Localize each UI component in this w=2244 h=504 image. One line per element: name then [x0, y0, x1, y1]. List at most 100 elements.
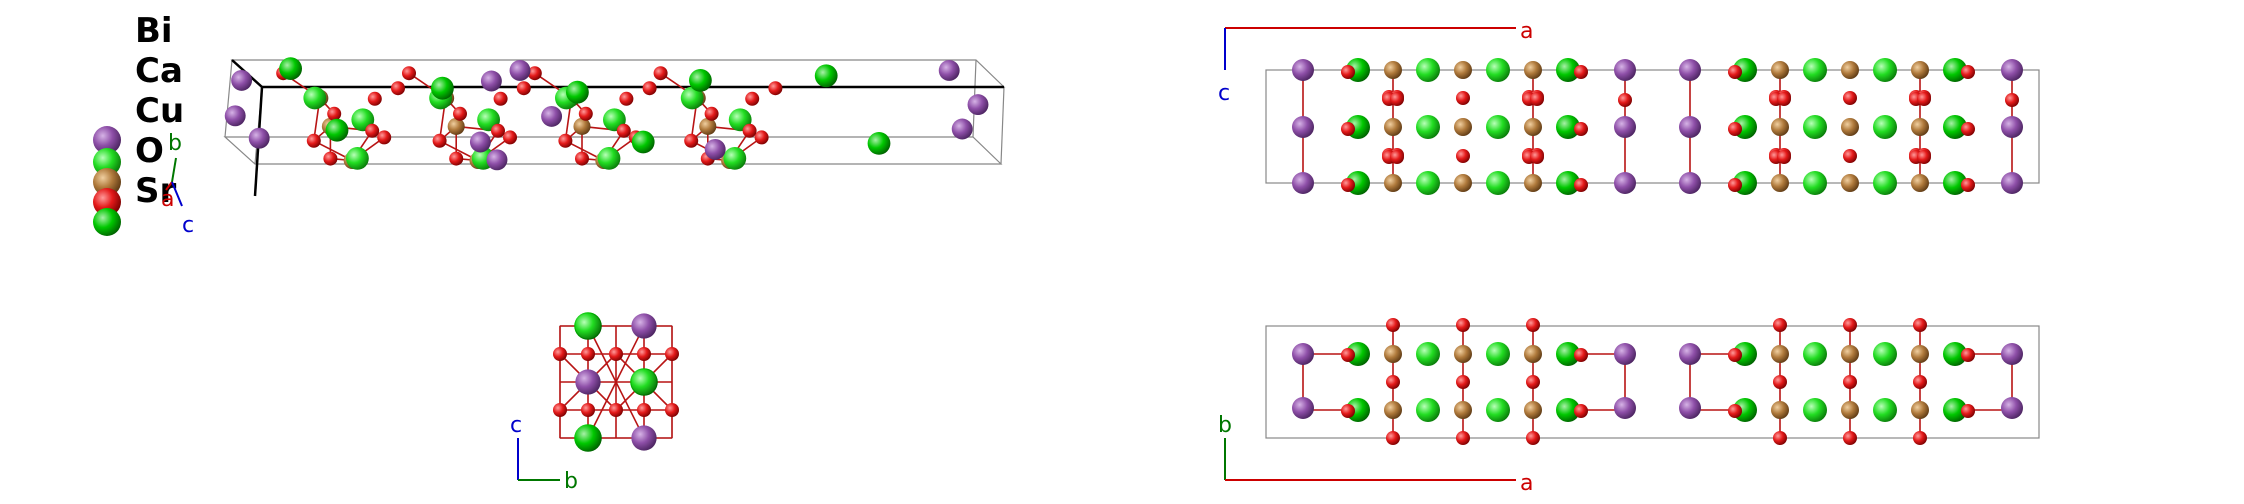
cu-atom	[1911, 118, 1929, 136]
bi-atom	[2001, 397, 2023, 419]
ca-atom	[303, 86, 327, 110]
ca-atom	[597, 147, 621, 170]
o-atom	[665, 347, 679, 361]
o-atom	[1728, 348, 1742, 362]
o-atom	[1456, 318, 1470, 332]
o-atom	[491, 123, 505, 138]
bi-atom	[1679, 59, 1701, 81]
bi-atom	[1292, 116, 1314, 138]
o-atom	[1913, 375, 1927, 389]
cu-atom	[1771, 61, 1789, 79]
bi-atom	[938, 59, 960, 81]
bi-legend-swatch	[93, 126, 121, 154]
cu-atom	[1454, 118, 1472, 136]
along-a-atoms	[553, 312, 679, 452]
bi-atom	[1679, 343, 1701, 365]
bi-atom	[1292, 397, 1314, 419]
cu-atom	[1911, 401, 1929, 419]
o-atom	[558, 133, 573, 148]
cu-atom	[1841, 118, 1859, 136]
o-atom	[449, 151, 464, 166]
sr-atom	[574, 424, 602, 452]
o-atom	[1386, 375, 1400, 389]
o-atom	[754, 130, 769, 145]
perspective-axis-triad: b a c	[161, 131, 194, 238]
sr-atom	[1943, 342, 1967, 366]
along-b-unit-cell	[1265, 69, 2040, 184]
sr-atom	[1943, 115, 1967, 139]
o-atom	[1386, 318, 1400, 332]
o-atom	[1961, 348, 1975, 362]
ca-atom	[631, 369, 657, 395]
o-atom	[1386, 431, 1400, 445]
o-atom	[527, 66, 542, 81]
along-c-atoms	[1292, 318, 2023, 445]
cu-atom	[1454, 401, 1472, 419]
o-atom	[1456, 431, 1470, 445]
ca-atom	[575, 313, 601, 339]
cu-atom	[1384, 174, 1402, 192]
o-atom	[1341, 122, 1355, 136]
o-atom	[1961, 178, 1975, 192]
ca-atom	[1803, 115, 1827, 139]
o-atom	[1341, 348, 1355, 362]
sr-atom	[1943, 398, 1967, 422]
bi-atom	[631, 425, 657, 451]
bi-atom	[486, 149, 508, 171]
o-atom	[493, 91, 508, 106]
o-atom	[1913, 431, 1927, 445]
bi-atom	[575, 369, 601, 395]
o-atom	[553, 347, 567, 361]
legend-label-bi: Bi	[135, 11, 173, 51]
o-atom	[575, 151, 589, 166]
o-atom	[323, 151, 338, 166]
o-atom	[516, 81, 531, 96]
o-atom	[1728, 65, 1742, 79]
sr-atom	[631, 130, 655, 154]
cu-atom	[1841, 345, 1859, 363]
bi-atom	[248, 127, 270, 149]
o-atom	[637, 347, 651, 361]
bi-atom	[967, 94, 989, 116]
o-atom	[578, 106, 593, 121]
cu-atom	[1771, 401, 1789, 419]
bi-atom	[2001, 59, 2023, 81]
o-atom	[306, 133, 321, 148]
o-atom	[1341, 178, 1355, 192]
o-atom	[1728, 404, 1742, 418]
cu-atom	[699, 117, 717, 135]
o-atom	[1618, 93, 1632, 107]
perspective-axis-b-label: b	[168, 131, 182, 156]
along-b-atoms	[1292, 58, 2023, 195]
ca-atom	[346, 147, 369, 170]
ca-atom	[1486, 398, 1510, 422]
sr-atom	[867, 132, 891, 155]
cu-atom	[1524, 61, 1542, 79]
o-atom	[1961, 122, 1975, 136]
o-atom	[1843, 149, 1857, 163]
o-atom	[1456, 91, 1470, 105]
o-atom	[1341, 65, 1355, 79]
o-atom	[1456, 375, 1470, 389]
ca-atom	[1873, 115, 1897, 139]
ca-atom	[1486, 342, 1510, 366]
sr-atom	[689, 69, 712, 92]
sr-atom	[1556, 115, 1580, 139]
legend-label-ca: Ca	[135, 51, 183, 91]
along-a-axis-c-label: c	[510, 413, 522, 438]
ca-atom	[1486, 115, 1510, 139]
bi-atom	[469, 131, 491, 153]
cu-atom	[447, 117, 465, 135]
bi-atom	[1679, 116, 1701, 138]
bi-atom	[1292, 343, 1314, 365]
legend-label-o: O	[135, 131, 164, 171]
ca-atom	[1486, 171, 1510, 195]
along-b-axis-c-label: c	[1218, 81, 1230, 106]
o-atom	[1574, 404, 1588, 418]
cu-atom	[1384, 345, 1402, 363]
ca-atom	[1873, 342, 1897, 366]
o-atom	[619, 91, 634, 106]
perspective-axis-c-label: c	[182, 213, 194, 238]
bi-atom	[1614, 343, 1636, 365]
